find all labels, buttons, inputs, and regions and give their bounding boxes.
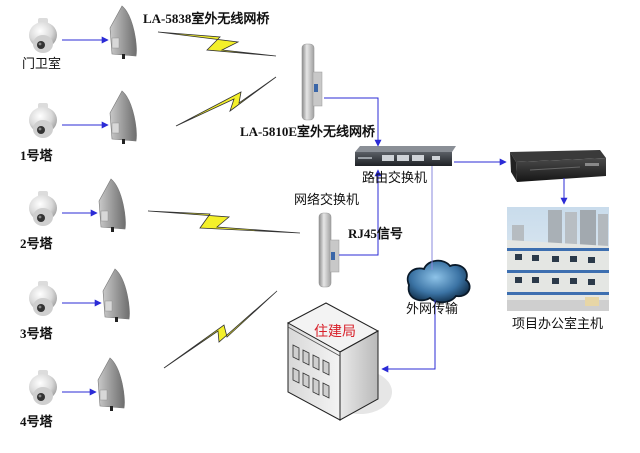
- camera-row: [29, 357, 125, 411]
- camera-label-tower-3: 3号塔: [20, 326, 53, 341]
- label-router-switch: 路由交换机: [362, 171, 428, 186]
- ptz-camera-icon: [29, 191, 57, 226]
- camera-label-tower-1: 1号塔: [20, 148, 53, 163]
- label-internet: 外网传输: [406, 302, 459, 317]
- label-bureau: 住建局: [314, 324, 356, 340]
- link-cloud-to-bureau: [381, 300, 436, 373]
- bridge-5838-icon: [98, 178, 126, 232]
- camera-row: [29, 5, 137, 59]
- ptz-camera-icon: [29, 103, 57, 138]
- camera-label-tower-2: 2号塔: [20, 236, 53, 251]
- bridge-5810e-bottom: [318, 212, 340, 288]
- link-5810e-top-to-switch: [324, 97, 382, 147]
- bureau-building: [286, 302, 392, 421]
- camera-label-gate: 门卫室: [22, 57, 62, 72]
- bridge-5810e-top: [301, 43, 323, 121]
- label-bridge-5838: LA-5838室外无线网桥: [143, 11, 270, 26]
- label-rj45: RJ45信号: [348, 226, 403, 241]
- wireless-link-2: [175, 76, 277, 127]
- wireless-link-3: [147, 210, 301, 234]
- bridge-5838-icon: [102, 268, 130, 322]
- bridge-5838-icon: [97, 357, 125, 411]
- bridge-5838-icon: [109, 5, 137, 59]
- label-bridge-5810e: LA-5810E室外无线网桥: [240, 124, 376, 139]
- ptz-camera-icon: [29, 281, 57, 316]
- camera-label-tower-4: 4号塔: [20, 414, 53, 429]
- camera-row: [29, 90, 137, 144]
- ptz-camera-icon: [29, 18, 57, 53]
- project-office-photo: [507, 207, 609, 311]
- wireless-link-1: [157, 31, 277, 57]
- nvr-host: [510, 150, 606, 182]
- internet-cloud: [406, 259, 471, 304]
- label-network-switch: 网络交换机: [294, 193, 360, 208]
- router-switch: [355, 146, 456, 166]
- wireless-link-4: [163, 290, 278, 369]
- ptz-camera-icon: [29, 370, 57, 405]
- label-project-office: 项目办公室主机: [512, 317, 604, 332]
- bridge-5838-icon: [109, 90, 137, 144]
- camera-row: [29, 268, 130, 322]
- camera-row: [29, 178, 126, 232]
- link-5810e-bottom-to-switch: [339, 169, 382, 256]
